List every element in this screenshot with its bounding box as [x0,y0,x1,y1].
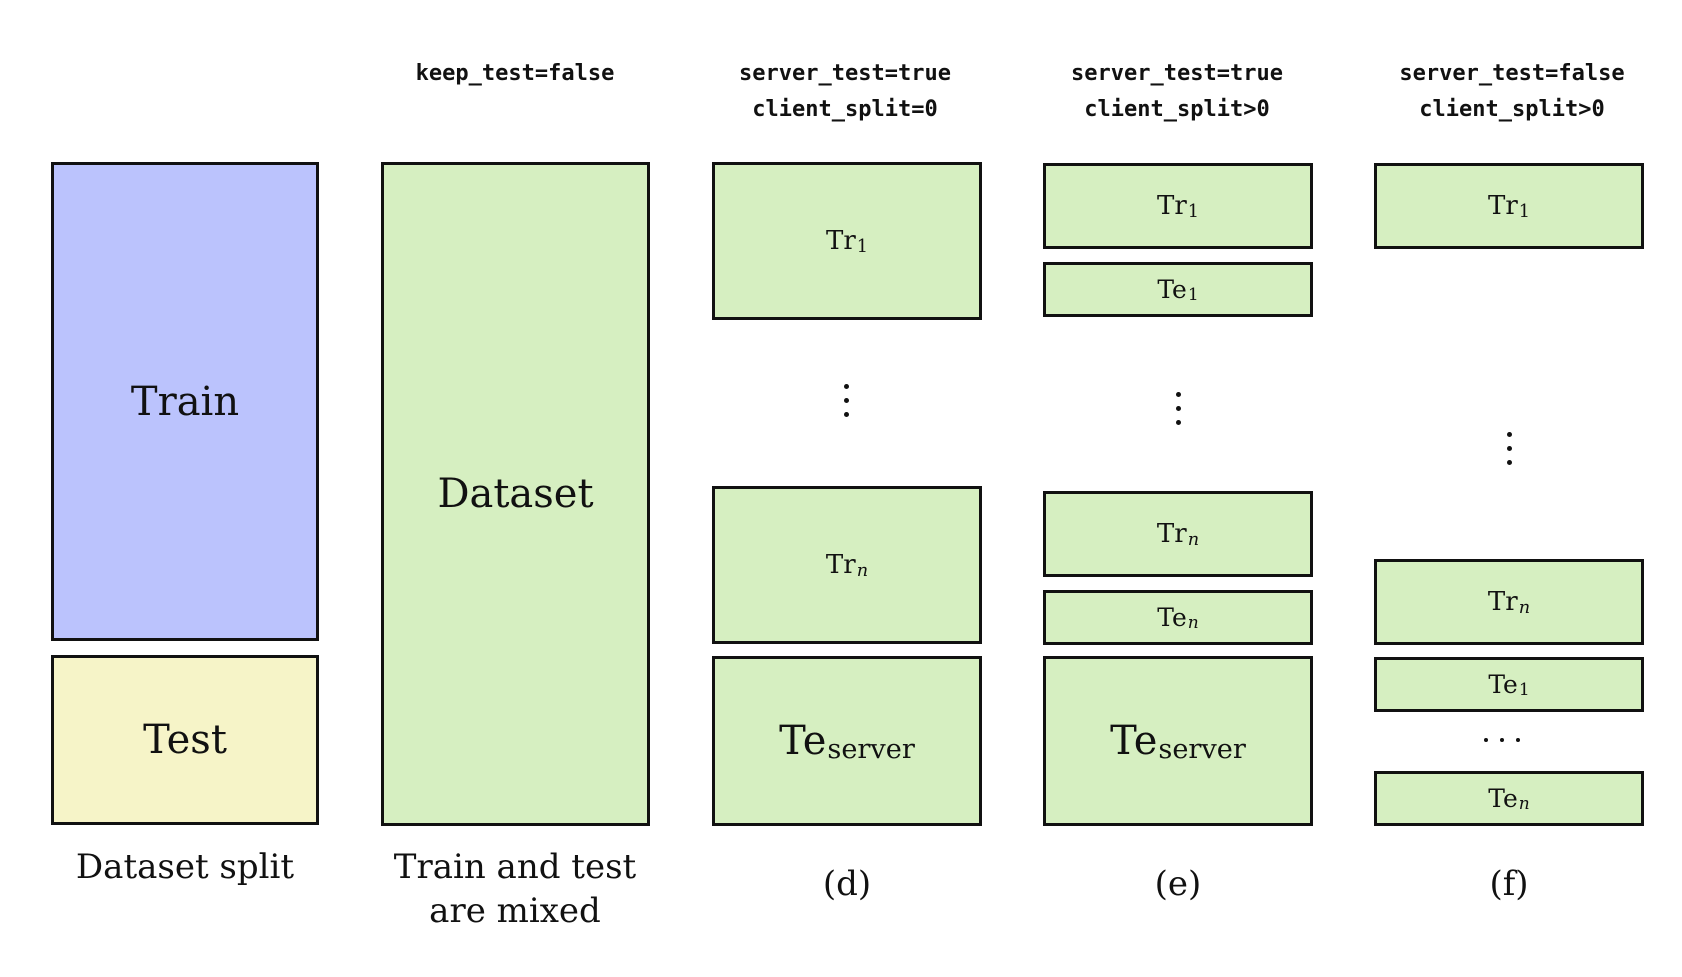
config-d: server_test=true client_split=0 [739,61,951,122]
config-keep-test: keep_test=false [415,61,615,86]
e-vertical-ellipsis [1174,392,1182,425]
config-f: server_test=false client_split>0 [1399,61,1625,122]
d-vertical-ellipsis [842,384,850,417]
caption-d: (d) [822,864,872,904]
test-box: Test [51,655,319,825]
caption-train-test-mixed: Train and test are mixed [393,847,637,931]
caption-e: (e) [1154,864,1202,904]
train-box: Train [51,162,319,641]
config-e: server_test=true client_split>0 [1071,61,1283,122]
caption-f: (f) [1489,864,1529,904]
f-vertical-ellipsis [1505,432,1513,465]
train-label: Train [130,378,240,425]
f-horizontal-ellipsis [1484,736,1520,744]
caption-dataset-split: Dataset split [75,847,295,887]
test-label: Test [143,717,227,763]
dataset-label: Dataset [437,471,594,517]
dataset-box: Dataset [381,162,650,826]
